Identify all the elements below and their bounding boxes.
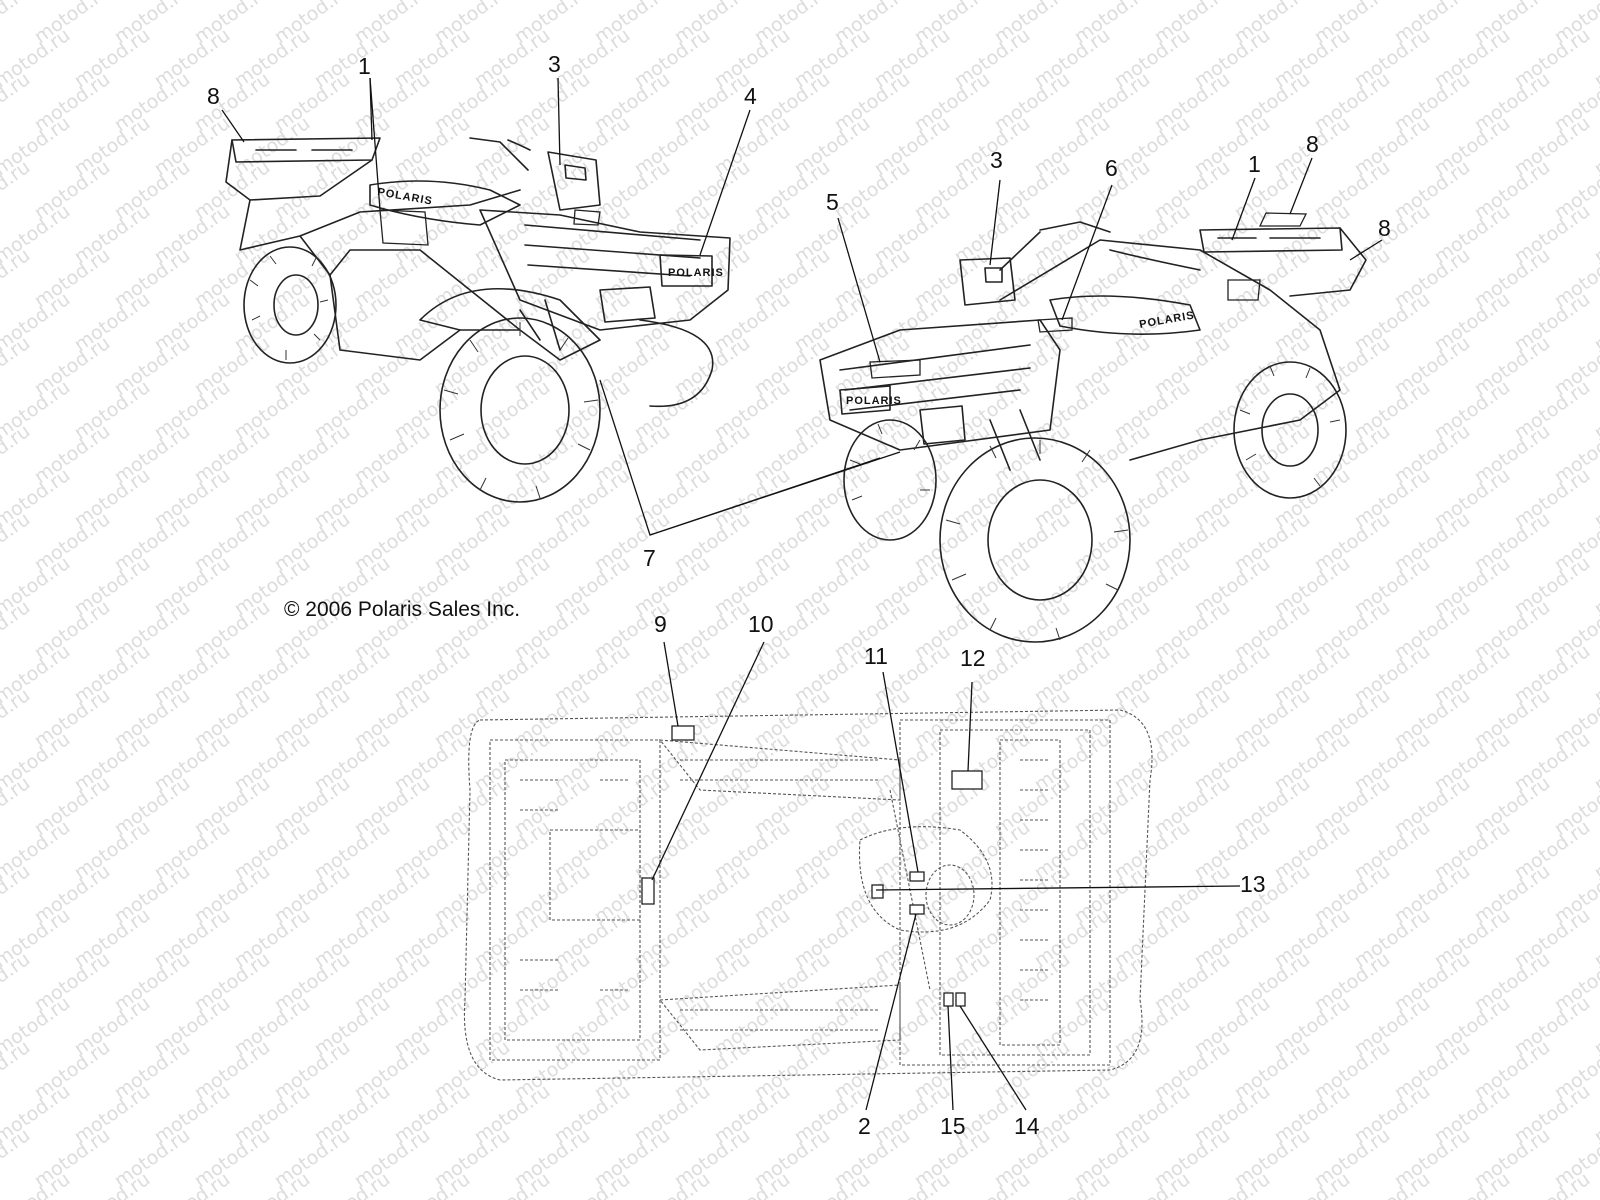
callout-labels: 1 3 4 8 3 5 6 1 8 8 7 9 10 11 12 13 2 15… bbox=[207, 51, 1391, 1139]
leader-lines bbox=[221, 77, 1383, 1111]
decal-11-box bbox=[909, 871, 925, 882]
callout-4: 4 bbox=[744, 83, 757, 109]
callout-12: 12 bbox=[960, 645, 986, 671]
front-brand-decal: POLARIS bbox=[668, 267, 724, 279]
callout-10: 10 bbox=[748, 611, 774, 637]
callout-14: 14 bbox=[1014, 1113, 1040, 1139]
callout-3-right: 3 bbox=[990, 147, 1003, 173]
seat-brand-decal: POLARIS bbox=[376, 186, 433, 208]
front-brand-decal-right: POLARIS bbox=[846, 395, 902, 407]
callout-15: 15 bbox=[940, 1113, 966, 1139]
atv-plan-view bbox=[463, 709, 1153, 1081]
callout-6: 6 bbox=[1105, 155, 1118, 181]
callout-11: 11 bbox=[864, 643, 888, 669]
copyright-notice: © 2006 Polaris Sales Inc. bbox=[284, 598, 520, 621]
callout-1-right: 1 bbox=[1248, 151, 1261, 177]
callout-8-right: 8 bbox=[1378, 215, 1391, 241]
decal-12-box bbox=[951, 770, 983, 790]
seat-brand-decal-right: POLARIS bbox=[1138, 309, 1195, 331]
decal-14-box bbox=[955, 992, 966, 1007]
decal-2-box bbox=[909, 904, 925, 915]
decal-15-box bbox=[943, 992, 954, 1007]
callout-13: 13 bbox=[1240, 871, 1266, 897]
callout-8-loose: 8 bbox=[1306, 131, 1319, 157]
callout-1-left: 1 bbox=[358, 53, 371, 79]
atv-front-right-view: POLARIS POLARIS bbox=[819, 212, 1367, 643]
callout-3-left: 3 bbox=[548, 51, 561, 77]
decal-9-box bbox=[671, 725, 695, 741]
callout-7: 7 bbox=[643, 545, 656, 571]
callout-5: 5 bbox=[826, 189, 839, 215]
callout-9: 9 bbox=[654, 611, 667, 637]
callout-2: 2 bbox=[858, 1113, 871, 1139]
decal-13-box bbox=[871, 884, 884, 899]
callout-8-left: 8 bbox=[207, 83, 220, 109]
atv-front-left-view: POLARIS POLARIS bbox=[225, 137, 731, 503]
decal-10-box bbox=[641, 877, 655, 905]
